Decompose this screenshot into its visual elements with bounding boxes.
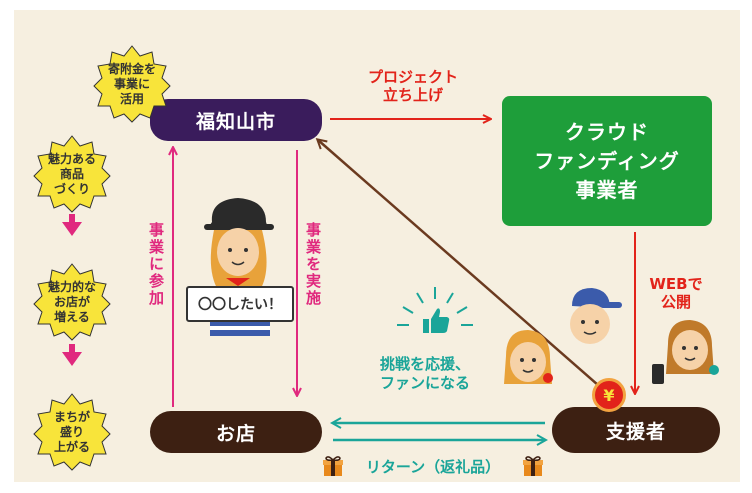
flow-down-arrow-2 bbox=[62, 352, 82, 366]
thumbs-up-icon bbox=[397, 287, 473, 333]
label-support: 挑戦を応援、 ファンになる bbox=[379, 355, 470, 392]
flower-shape-icon bbox=[93, 45, 171, 123]
node-city: 福知山市 bbox=[150, 99, 322, 141]
flow-down-arrow-1 bbox=[62, 222, 82, 236]
label-web-publish: WEBで 公開 bbox=[649, 275, 703, 311]
flower-step-2-label: 魅力的な お店が 増える bbox=[47, 279, 96, 324]
sign-text: 〇〇したい！ bbox=[198, 297, 282, 313]
label-project-launch: プロジェクト 立ち上げ bbox=[367, 68, 458, 104]
flower-step-1: 魅力ある 商品 づくり bbox=[32, 134, 112, 214]
crowdfunding-label: クラウド ファンディング 事業者 bbox=[534, 119, 680, 202]
label-run-business: 事業を実施 bbox=[304, 222, 322, 307]
flower-donation-use: 寄附金を 事業に 活用 bbox=[92, 44, 172, 124]
node-shop: お店 bbox=[150, 411, 322, 453]
label-join-business: 事業に参加 bbox=[147, 222, 165, 307]
flower-step-2: 魅力的な お店が 増える bbox=[32, 262, 112, 342]
coin-icon: ¥ bbox=[592, 378, 626, 412]
node-supporter: 支援者 bbox=[552, 407, 720, 453]
flower-step-1-label: 魅力ある 商品 づくり bbox=[47, 151, 96, 196]
sign-board: 〇〇したい！ bbox=[186, 286, 294, 322]
arrow-supporter-to-city bbox=[318, 140, 599, 386]
flow-down-arrow-1-stem bbox=[69, 214, 75, 223]
shop-owner-illustration bbox=[204, 198, 274, 336]
flower-shape-icon bbox=[33, 263, 111, 341]
coin-symbol: ¥ bbox=[603, 385, 615, 405]
gift-icon-right bbox=[523, 456, 543, 476]
supporters-illustration bbox=[504, 288, 719, 384]
flower-step-3: まちが 盛り 上がる bbox=[32, 392, 112, 472]
flower-donation-use-label: 寄附金を 事業に 活用 bbox=[107, 61, 156, 106]
node-crowdfunding: クラウド ファンディング 事業者 bbox=[502, 96, 712, 226]
flower-shape-icon bbox=[33, 393, 111, 471]
label-return: リターン（返礼品） bbox=[365, 458, 501, 476]
flower-shape-icon bbox=[33, 135, 111, 213]
gift-icon-left bbox=[323, 456, 343, 476]
flower-step-3-label: まちが 盛り 上がる bbox=[53, 409, 90, 454]
flow-down-arrow-2-stem bbox=[69, 344, 75, 353]
